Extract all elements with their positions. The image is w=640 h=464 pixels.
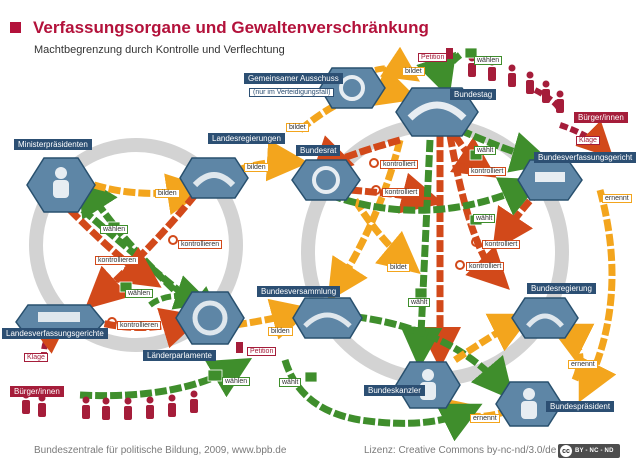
label-verteidigungsfall: (nur im Verteidigungsfall) <box>249 88 335 97</box>
action-label-bilden: bilden <box>155 189 180 198</box>
organ-bundespraesident[interactable] <box>495 381 563 427</box>
petition-icon <box>236 48 453 353</box>
cabinet-icon <box>526 313 564 328</box>
person-icon <box>523 388 535 400</box>
label-ministerpraesidenten: Ministerpräsidenten <box>14 139 92 150</box>
action-label-kontrolliert: kontrolliert <box>466 262 505 271</box>
page-subtitle: Machtbegrenzung durch Kontrolle und Verf… <box>34 44 285 56</box>
arrow-bildet-bv-1 <box>327 139 404 302</box>
assembly-icon <box>303 312 352 328</box>
arrow-waehlt-bvg-1 <box>458 126 554 173</box>
action-label-kontrolliert: kontrolliert <box>380 160 419 169</box>
action-label-klage: Klage <box>24 353 48 362</box>
arrow-bilden-bv <box>234 298 314 340</box>
action-label-bilden: bilden <box>244 163 269 172</box>
action-label-waehlt: wählt <box>474 146 497 155</box>
person-body-icon <box>53 180 69 198</box>
source-credit: Bundeszentrale für politische Bildung, 2… <box>34 445 287 456</box>
cc-icon: cc <box>560 445 572 457</box>
parliament-icon <box>192 300 228 336</box>
action-label-bilden: bilden <box>268 327 293 336</box>
organ-bundesverfassungsgericht[interactable] <box>517 159 583 201</box>
arrow-waehlt-bp <box>339 311 515 401</box>
person-icon <box>422 369 434 381</box>
label-landesregierungen: Landesregierungen <box>208 133 285 144</box>
label-buerger-left: Bürger/innen <box>10 386 64 397</box>
label-bundeskanzler: Bundeskanzler <box>364 385 425 396</box>
label-bundestag: Bundestag <box>450 89 497 100</box>
organ-bundesversammlung[interactable] <box>292 297 363 339</box>
arrow-waehlen-citizens-left <box>79 357 253 400</box>
action-label-waehlen: wählen <box>222 377 251 386</box>
label-laenderparlamente: Länderparlamente <box>143 350 216 361</box>
action-label-kontrolliert: kontrolliert <box>482 240 521 249</box>
action-label-waehlt: wählt <box>408 298 431 307</box>
arrow-citizens-right <box>533 87 563 112</box>
label-bundesrat: Bundesrat <box>296 145 341 156</box>
action-label-bildet: bildet <box>286 123 309 132</box>
action-label-petition: Petition <box>418 53 448 62</box>
label-bundespraesident: Bundespräsident <box>546 401 615 412</box>
committee-icon <box>339 75 365 101</box>
magnifier-icon <box>107 158 481 327</box>
action-label-klage: Klage <box>576 136 600 145</box>
cc-badge-text: BY - NC - ND <box>575 448 614 454</box>
action-label-kontrolliert: kontrolliert <box>468 167 507 176</box>
organ-bundesrat[interactable] <box>291 159 361 201</box>
action-label-bildet: bildet <box>387 263 410 272</box>
action-label-waehlt: wählt <box>279 378 302 387</box>
court-bench-icon <box>38 312 80 322</box>
action-label-waehlen: wählen <box>125 289 154 298</box>
action-label-petition: Petition <box>247 347 277 356</box>
bundestag-seats-icon <box>407 101 467 121</box>
label-landesverfassungsgerichte: Landesverfassungsgerichte <box>2 328 108 339</box>
action-label-kontrollieren: kontrollieren <box>95 256 140 265</box>
person-body-icon <box>521 401 537 419</box>
organ-ministerpraesidenten[interactable] <box>26 157 96 213</box>
action-label-kontrollieren: kontrollieren <box>178 240 223 249</box>
label-bundesverfassungsgericht: Bundesverfassungsgericht <box>534 152 637 163</box>
person-icon <box>55 167 67 179</box>
action-label-ernennt: ernennt <box>602 194 632 203</box>
arrow-bildet-bv-2 <box>352 198 421 274</box>
citizens-left-icon <box>22 390 198 420</box>
label-gemeinsamer-ausschuss: Gemeinsamer Ausschuss <box>244 73 343 84</box>
arrow-waehlt-bottom <box>281 358 483 442</box>
label-buerger-right: Bürger/innen <box>574 112 628 123</box>
laender-ring <box>29 138 243 352</box>
organ-landesregierungen[interactable] <box>179 157 249 199</box>
action-label-kontrolliert: kontrolliert <box>382 188 421 197</box>
action-label-waehlt: wählt <box>473 214 496 223</box>
label-bundesversammlung: Bundesversammlung <box>257 286 341 297</box>
arrow-waehlen-mp <box>77 173 188 303</box>
cc-license-badge[interactable]: cc BY - NC - ND <box>558 444 620 458</box>
action-label-ernennt: ernennt <box>470 414 500 423</box>
action-label-bildet: bildet <box>402 67 425 76</box>
page-title: Verfassungsorgane und Gewaltenverschränk… <box>33 18 429 37</box>
arrow-waehlt-kanzler <box>400 139 443 369</box>
organ-bundestag[interactable] <box>395 87 479 137</box>
action-label-ernennt: ernennt <box>568 360 598 369</box>
action-label-waehlen: wählen <box>100 225 129 234</box>
license-text: Lizenz: Creative Commons by-nc-nd/3.0/de <box>364 445 557 456</box>
bundesrat-seats-icon <box>312 166 340 194</box>
action-label-kontrollieren: kontrollieren <box>117 321 162 330</box>
organ-bundesregierung[interactable] <box>511 297 579 339</box>
arrow-waehlen-bt <box>416 51 463 99</box>
arrow-kontrolliert-5 <box>446 134 510 290</box>
court-bench-icon <box>535 172 565 182</box>
action-label-waehlen: wählen <box>474 56 503 65</box>
cabinet-icon <box>192 172 236 188</box>
label-bundesregierung: Bundesregierung <box>527 283 596 294</box>
organ-laenderparlamente[interactable] <box>175 291 245 345</box>
arrow-kontrollieren-2 <box>67 207 162 288</box>
header-marker <box>10 22 21 33</box>
